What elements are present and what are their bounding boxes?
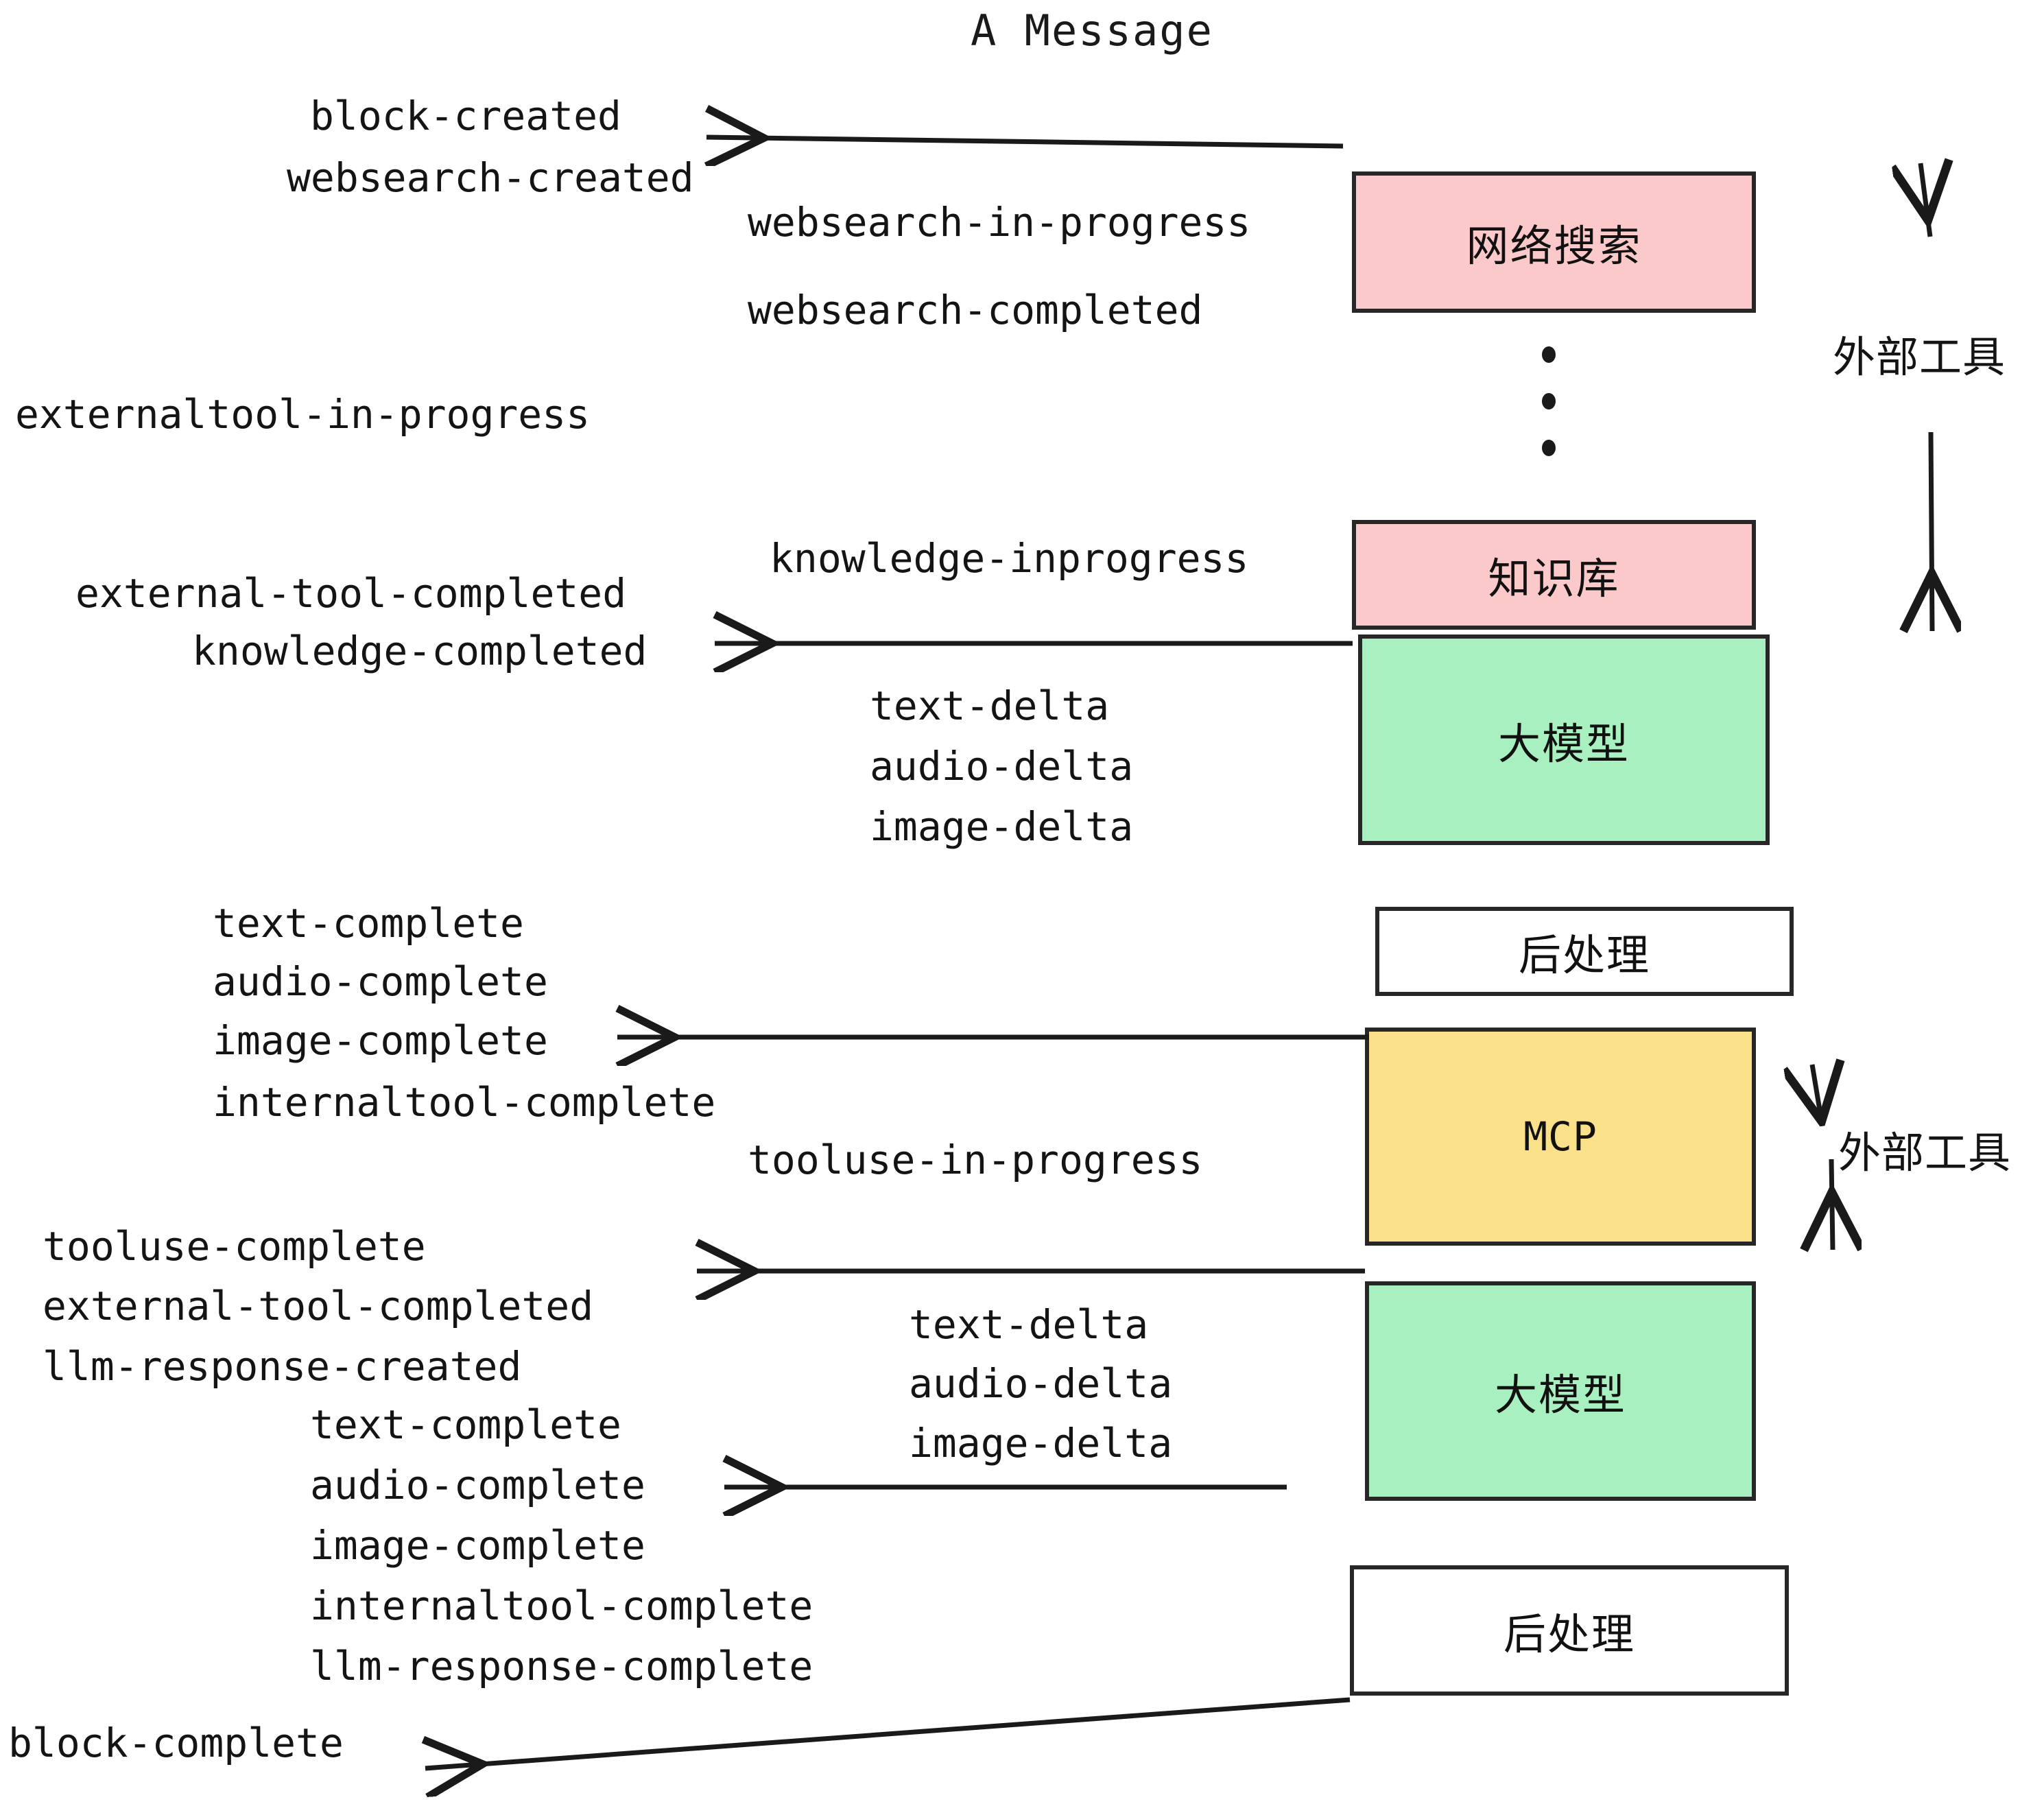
node-label-mcp: MCP xyxy=(1523,1113,1597,1160)
node-label-llm-2: 大模型 xyxy=(1494,1370,1626,1420)
event-label-image-complete-1: image-complete xyxy=(213,1017,548,1064)
event-label-image-complete-2: image-complete xyxy=(310,1522,645,1569)
node-box-postprocess-2[interactable]: 后处理 xyxy=(1350,1565,1789,1696)
node-label-knowledge: 知识库 xyxy=(1488,554,1620,604)
event-label-audio-complete-2: audio-complete xyxy=(310,1462,645,1508)
event-label-websearch-in-progress: websearch-in-progress xyxy=(748,199,1251,246)
node-label-websearch: 网络搜索 xyxy=(1466,221,1642,271)
event-label-block-complete: block-complete xyxy=(8,1720,344,1766)
arrow-websearch-to-block-created xyxy=(706,137,1344,146)
event-label-llm-response-created: llm-response-created xyxy=(43,1343,522,1390)
event-label-websearch-created: websearch-created xyxy=(287,154,694,201)
event-label-knowledge-inprogress: knowledge-inprogress xyxy=(770,535,1249,582)
event-label-internaltool-complete-1: internaltool-complete xyxy=(213,1079,716,1126)
event-label-image-delta-1: image-delta xyxy=(870,803,1134,850)
arrow-external-tool-top-up xyxy=(1921,163,1930,237)
event-label-knowledge-completed: knowledge-completed xyxy=(192,628,647,674)
node-box-llm-1[interactable]: 大模型 xyxy=(1358,634,1770,845)
event-label-audio-delta-1: audio-delta xyxy=(870,743,1134,790)
event-label-external-tool-completed-1: external-tool-completed xyxy=(75,570,627,617)
side-label-external-tool-bottom: 外部工具 xyxy=(1838,1128,2012,1178)
arrow-external-tool-bottom-up xyxy=(1812,1065,1821,1118)
node-box-postprocess-1[interactable]: 后处理 xyxy=(1375,907,1794,996)
event-label-text-delta-2: text-delta xyxy=(909,1301,1149,1348)
node-label-llm-1: 大模型 xyxy=(1497,718,1630,769)
arrow-postprocess2-to-block-complete xyxy=(425,1697,1351,1768)
event-label-tooluse-complete: tooluse-complete xyxy=(43,1223,426,1270)
node-box-knowledge[interactable]: 知识库 xyxy=(1352,520,1756,630)
node-label-postprocess-2: 后处理 xyxy=(1503,1609,1635,1659)
event-label-externaltool-in-progress: externaltool-in-progress xyxy=(15,391,591,438)
arrow-external-tool-top-down xyxy=(1931,431,1932,631)
side-label-external-tool-top: 外部工具 xyxy=(1833,332,2006,382)
node-label-postprocess-1: 后处理 xyxy=(1518,930,1650,980)
ellipsis-dots xyxy=(1541,346,1557,456)
event-label-image-delta-2: image-delta xyxy=(909,1420,1173,1467)
event-label-text-delta-1: text-delta xyxy=(870,683,1110,729)
node-box-llm-2[interactable]: 大模型 xyxy=(1365,1281,1756,1501)
page-title: A Message xyxy=(971,5,1213,56)
event-label-internaltool-complete-2: internaltool-complete xyxy=(310,1582,813,1629)
event-label-llm-response-complete: llm-response-complete xyxy=(310,1643,813,1689)
event-label-text-complete-1: text-complete xyxy=(213,900,524,947)
event-label-text-complete-2: text-complete xyxy=(310,1401,621,1448)
node-box-websearch[interactable]: 网络搜索 xyxy=(1352,171,1756,313)
event-label-block-created: block-created xyxy=(310,93,621,139)
event-label-external-tool-completed-2: external-tool-completed xyxy=(43,1283,594,1329)
event-label-audio-delta-2: audio-delta xyxy=(909,1360,1173,1407)
event-label-audio-complete-1: audio-complete xyxy=(213,958,548,1005)
node-box-mcp[interactable]: MCP xyxy=(1365,1028,1756,1246)
event-label-websearch-completed: websearch-completed xyxy=(748,287,1203,333)
event-label-tooluse-in-progress: tooluse-in-progress xyxy=(748,1137,1203,1183)
arrow-external-tool-bottom-down xyxy=(1831,1159,1833,1250)
